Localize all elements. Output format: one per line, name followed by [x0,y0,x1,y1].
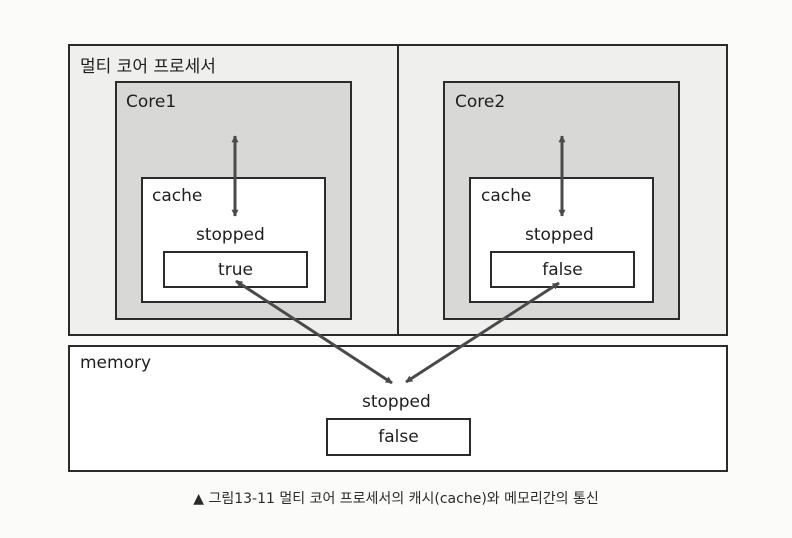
core2-value-box: false [490,251,635,288]
processor-title: 멀티 코어 프로세서 [80,57,216,77]
memory-label: memory [80,353,152,373]
memory-variable-label: stopped [362,392,431,412]
core1-variable-label: stopped [196,225,265,245]
core1-cache-label: cache [152,186,203,206]
core2-variable-label: stopped [525,225,594,245]
processor-divider [397,44,399,336]
core1-memory-arrow [235,279,393,385]
memory-value-box: false [326,418,471,456]
core2-label: Core2 [455,92,506,112]
core2-memory-arrow [405,281,560,384]
core2-cache-label: cache [481,186,532,206]
core1-label: Core1 [126,92,177,112]
figure-caption: ▲ 그림13-11 멀티 코어 프로세서의 캐시(cache)와 메모리간의 통… [193,491,599,507]
